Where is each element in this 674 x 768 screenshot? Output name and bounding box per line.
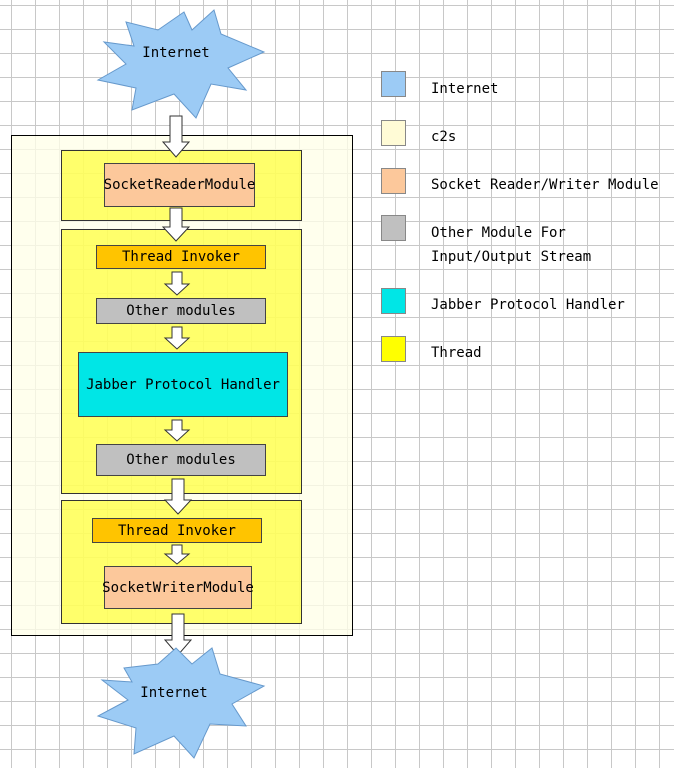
thread-invoker-2: Thread Invoker — [92, 518, 262, 543]
arrow-invoker-to-other — [163, 271, 191, 296]
other-modules-2: Other modules — [96, 444, 266, 476]
internet-top-label: Internet — [142, 45, 210, 61]
internet-top-node: Internet — [96, 8, 266, 120]
other-modules-1: Other modules — [96, 298, 266, 324]
legend-label-thread: Thread — [431, 345, 482, 361]
legend-swatch-socket-module — [381, 168, 406, 194]
arrow-other-to-jabber — [163, 326, 191, 350]
arrow-reader-to-invoker — [161, 207, 191, 242]
arrow-other-to-invoker — [163, 478, 193, 515]
internet-burst-shape — [96, 9, 266, 119]
legend-swatch-other-module — [381, 215, 406, 241]
arrow-writer-to-internet — [163, 613, 193, 656]
arrow-jabber-to-other — [163, 419, 191, 442]
legend-swatch-thread — [381, 336, 406, 362]
socket-reader-module: SocketReaderModule — [104, 163, 255, 207]
arrow-invoker-to-writer — [163, 544, 191, 565]
legend-label-internet: Internet — [431, 81, 499, 97]
internet-bottom-node: Internet — [96, 646, 266, 760]
internet-burst-shape — [96, 647, 266, 759]
legend-label-other-module: Other Module For Input/Output Stream — [431, 225, 592, 265]
legend-swatch-jabber — [381, 288, 406, 314]
internet-bottom-label: Internet — [140, 685, 208, 701]
legend-label-c2s: c2s — [431, 129, 457, 145]
legend: Internet c2s Socket Reader/Writer Module… — [380, 70, 670, 370]
legend-swatch-internet — [381, 71, 406, 97]
arrow-internet-to-reader — [161, 115, 191, 158]
jabber-protocol-handler: Jabber Protocol Handler — [78, 352, 288, 417]
legend-label-socket-module: Socket Reader/Writer Module — [431, 177, 659, 193]
legend-swatch-c2s — [381, 120, 406, 146]
thread-invoker-1: Thread Invoker — [96, 245, 266, 269]
socket-writer-module: SocketWriterModule — [102, 566, 254, 609]
legend-label-jabber: Jabber Protocol Handler — [431, 297, 625, 313]
